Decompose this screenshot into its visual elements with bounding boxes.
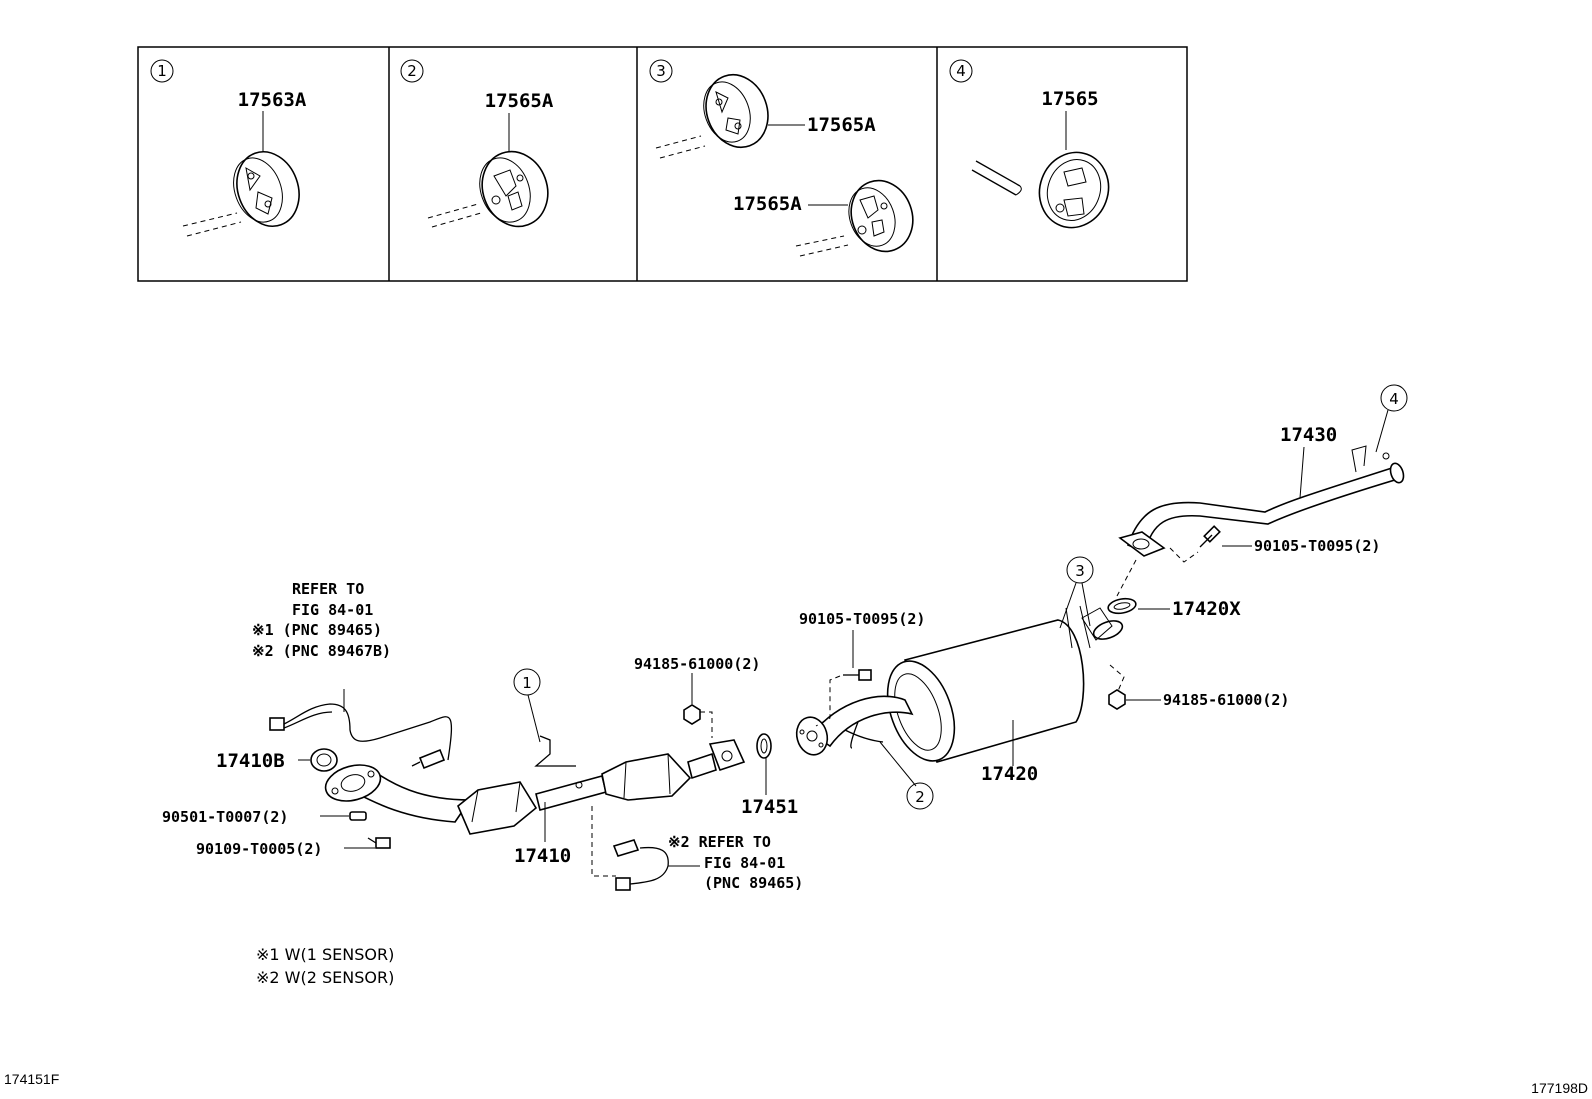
panel-2-number: 2 — [407, 62, 417, 80]
panel-4: 4 17565 — [949, 59, 1110, 229]
stud-icon — [349, 811, 367, 821]
refer-note-line-2: FIG 84-01 — [292, 601, 373, 619]
rubber-hanger-icon — [703, 73, 769, 149]
legend-line-1: ※1 W(1 SENSOR) — [256, 945, 394, 964]
bolt-icon — [367, 837, 391, 849]
bolt-icon — [1199, 525, 1221, 548]
reference-note-lower: ※2 REFER TO FIG 84-01 (PNC 89465) — [668, 833, 803, 892]
callout-2: 2 — [915, 788, 925, 806]
illustration-code-right: 177198D — [1531, 1080, 1588, 1096]
part-17410b-label: 17410B — [216, 750, 285, 772]
part-90105-top-label: 90105-T0095(2) — [1254, 537, 1380, 555]
rubber-hanger-icon — [479, 150, 549, 228]
refer-note-lower-line-3: (PNC 89465) — [704, 874, 803, 892]
refer-note-line-4: ※2 (PNC 89467B) — [252, 642, 391, 660]
callout-4: 4 — [1389, 390, 1399, 408]
part-94185-left-label: 94185-61000(2) — [634, 655, 760, 673]
part-17430-label: 17430 — [1280, 424, 1337, 446]
front-pipe-17410 — [324, 735, 746, 835]
panel-3-part-label-upper: 17565A — [807, 114, 876, 136]
bolt-icon — [843, 669, 872, 681]
part-17410-label: 17410 — [514, 845, 571, 867]
panel-1-part-label: 17563A — [238, 89, 307, 111]
panel-3-number: 3 — [656, 62, 666, 80]
panel-3: 3 17565A 17565A — [649, 59, 914, 257]
refer-note-lower-line-1: ※2 REFER TO — [668, 833, 771, 851]
nut-icon — [683, 704, 701, 725]
part-90501-label: 90501-T0007(2) — [162, 808, 288, 826]
refer-note-line-3: ※1 (PNC 89465) — [252, 621, 382, 639]
panel-frame — [137, 46, 1188, 282]
oxygen-sensor-lower — [591, 806, 669, 891]
panel-4-part-label: 17565 — [1041, 88, 1098, 110]
part-17420-label: 17420 — [981, 763, 1038, 785]
rubber-hanger-icon — [233, 151, 300, 227]
panel-number-circle — [150, 59, 174, 83]
part-17451-label: 17451 — [741, 796, 798, 818]
panel-1-number: 1 — [157, 62, 167, 80]
illustration-code-left: 174151F — [4, 1071, 59, 1087]
part-17420x-label: 17420X — [1172, 598, 1241, 620]
rubber-hanger-icon — [1038, 151, 1110, 229]
exhaust-assembly: 4 17430 90105-T0095(2) 17420X 17420 — [162, 384, 1408, 891]
legend-line-2: ※2 W(2 SENSOR) — [256, 968, 394, 987]
oxygen-sensor-upper — [269, 703, 453, 770]
tail-pipe-17430 — [1118, 445, 1405, 557]
rubber-hanger-icon — [848, 179, 914, 253]
gasket-icon — [756, 733, 772, 759]
gasket-icon — [310, 748, 338, 772]
detail-panels: 1 17563A 2 17565A — [137, 46, 1188, 282]
muffler-17420 — [886, 605, 1124, 763]
part-90105-mid-label: 90105-T0095(2) — [799, 610, 925, 628]
refer-note-line-1: REFER TO — [292, 580, 364, 598]
callout-3: 3 — [1075, 562, 1085, 580]
sensor-legend: ※1 W(1 SENSOR) ※2 W(2 SENSOR) — [256, 945, 394, 987]
panel-3-part-label-lower: 17565A — [733, 193, 802, 215]
part-94185-right-label: 94185-61000(2) — [1163, 691, 1289, 709]
gasket-icon — [1107, 597, 1137, 615]
callout-1: 1 — [522, 674, 532, 692]
panel-4-number: 4 — [956, 62, 966, 80]
part-90109-label: 90109-T0005(2) — [196, 840, 322, 858]
nut-icon — [1108, 689, 1126, 710]
panel-2: 2 17565A — [400, 59, 554, 228]
panel-2-part-label: 17565A — [485, 90, 554, 112]
panel-1: 1 17563A — [150, 59, 307, 237]
refer-note-lower-line-2: FIG 84-01 — [704, 854, 785, 872]
reference-note-upper: REFER TO FIG 84-01 ※1 (PNC 89465) ※2 (PN… — [252, 580, 391, 660]
